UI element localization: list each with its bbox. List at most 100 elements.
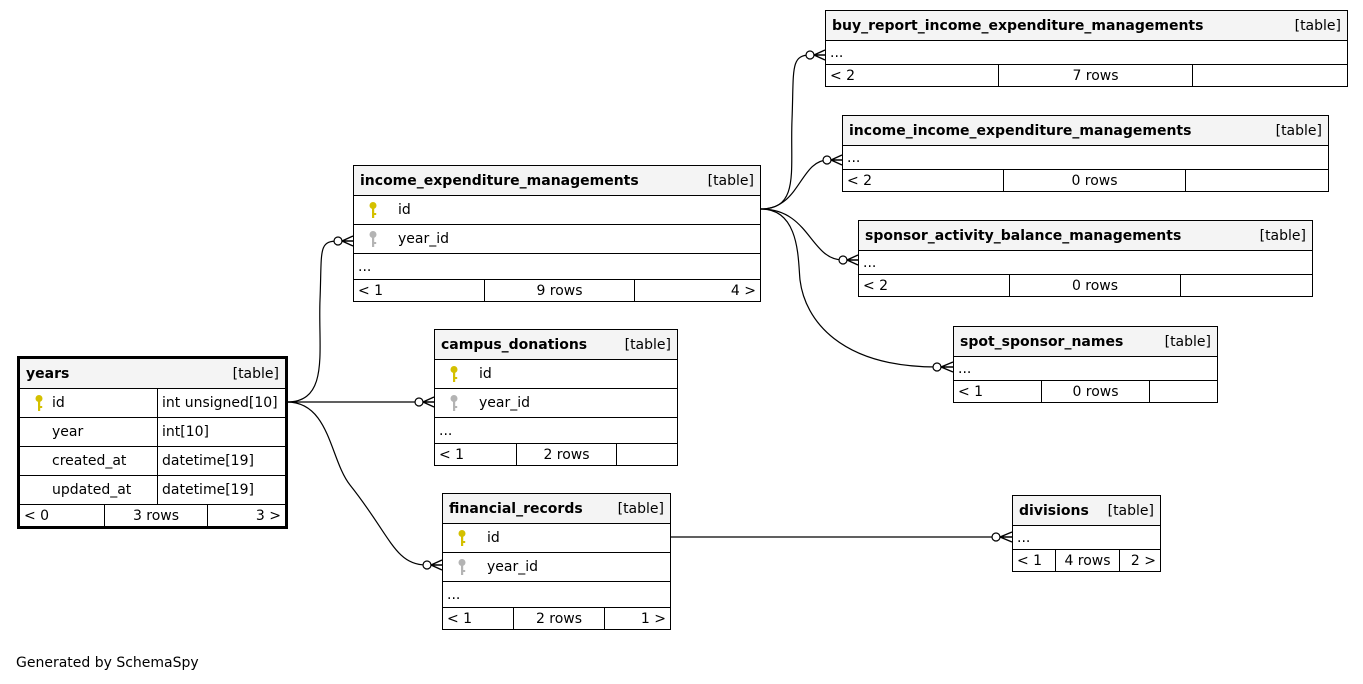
table-header: income_income_expenditure_managements [t… xyxy=(843,116,1328,145)
table-type: [table] xyxy=(1164,333,1211,350)
column-name: year_id xyxy=(398,231,450,247)
parents-count[interactable]: < 1 xyxy=(447,610,473,627)
column-row: year_id xyxy=(354,224,760,253)
table-years[interactable]: years [table] id int unsigned[10] year i… xyxy=(17,356,288,529)
column-name: id xyxy=(487,530,500,546)
table-type: [table] xyxy=(617,500,664,517)
children-count[interactable]: 2 > xyxy=(1119,550,1160,571)
zero-marker xyxy=(333,236,343,246)
table-income-income-expenditure-managements[interactable]: income_income_expenditure_managements [t… xyxy=(842,115,1329,192)
relation-iem-spot-sponsor xyxy=(760,208,938,368)
table-name: income_income_expenditure_managements xyxy=(849,122,1192,139)
more-columns-ellipsis: ... xyxy=(859,250,1312,274)
table-name: financial_records xyxy=(449,500,583,517)
primary-key-icon xyxy=(26,394,52,412)
parents-count[interactable]: < 2 xyxy=(863,277,889,294)
relation-years-financial-records xyxy=(286,401,427,566)
column-row: year_id xyxy=(443,552,670,581)
table-type: [table] xyxy=(1107,502,1154,519)
crow-foot xyxy=(830,154,843,166)
table-spot-sponsor-names[interactable]: spot_sponsor_names [table] ... < 1 0 row… xyxy=(953,326,1218,403)
parents-count[interactable]: < 1 xyxy=(958,383,984,400)
table-type: [table] xyxy=(1275,122,1322,139)
column-row: id xyxy=(435,359,677,388)
table-buy-report-income-expenditure-managements[interactable]: buy_report_income_expenditure_management… xyxy=(825,10,1348,87)
children-count[interactable]: 3 > xyxy=(207,505,285,526)
zero-marker xyxy=(805,50,815,60)
table-footer: < 2 0 rows xyxy=(843,169,1328,191)
column-name-cell: created_at xyxy=(20,447,157,475)
crow-foot xyxy=(846,254,859,266)
table-name: income_expenditure_managements xyxy=(360,172,639,189)
parents-count[interactable]: < 0 xyxy=(24,507,50,524)
column-name: id xyxy=(52,395,65,411)
column-type: datetime[19] xyxy=(157,447,285,475)
table-name: campus_donations xyxy=(441,336,588,353)
zero-marker xyxy=(422,560,432,570)
children-count[interactable] xyxy=(1149,381,1217,402)
parents-count[interactable]: < 2 xyxy=(847,172,873,189)
children-count[interactable] xyxy=(1185,170,1328,191)
children-count[interactable]: 4 > xyxy=(634,280,760,301)
column-name: id xyxy=(398,202,411,218)
parents-count[interactable]: < 2 xyxy=(830,67,856,84)
crow-foot xyxy=(940,361,954,373)
parents-count[interactable]: < 1 xyxy=(1017,552,1043,569)
more-columns-ellipsis: ... xyxy=(435,417,677,443)
parents-count[interactable]: < 1 xyxy=(358,282,384,299)
table-footer: < 1 2 rows xyxy=(435,443,677,465)
column-row: created_at datetime[19] xyxy=(20,446,285,475)
relation-iem-sponsor-activity xyxy=(760,208,844,261)
column-name-cell: id xyxy=(435,360,492,388)
column-name-cell: year_id xyxy=(435,389,530,417)
parents-count[interactable]: < 1 xyxy=(439,446,465,463)
table-divisions[interactable]: divisions [table] ... < 1 4 rows 2 > xyxy=(1012,495,1161,572)
foreign-key-icon xyxy=(360,230,386,248)
column-name-cell: id xyxy=(443,524,500,552)
children-count[interactable]: 1 > xyxy=(604,608,670,629)
table-name: years xyxy=(26,365,70,382)
more-columns-ellipsis: ... xyxy=(1013,525,1160,549)
column-name-cell: year_id xyxy=(354,225,449,253)
table-footer: < 0 3 rows 3 > xyxy=(20,504,285,526)
children-count[interactable] xyxy=(1180,275,1312,296)
primary-key-icon xyxy=(449,529,475,547)
table-header: sponsor_activity_balance_managements [ta… xyxy=(859,221,1312,250)
primary-key-icon xyxy=(360,201,386,219)
column-name-cell: updated_at xyxy=(20,476,157,504)
more-columns-ellipsis: ... xyxy=(354,253,760,279)
column-type: datetime[19] xyxy=(157,476,285,504)
table-header: divisions [table] xyxy=(1013,496,1160,525)
table-name: sponsor_activity_balance_managements xyxy=(865,227,1182,244)
table-sponsor-activity-balance-managements[interactable]: sponsor_activity_balance_managements [ta… xyxy=(858,220,1313,297)
table-income-expenditure-managements[interactable]: income_expenditure_managements [table] i… xyxy=(353,165,761,302)
table-financial-records[interactable]: financial_records [table] id year_id ...… xyxy=(442,493,671,630)
table-type: [table] xyxy=(624,336,671,353)
children-count[interactable] xyxy=(1192,65,1347,86)
row-count: 3 rows xyxy=(104,505,207,526)
table-footer: < 2 7 rows xyxy=(826,64,1347,86)
table-header: spot_sponsor_names [table] xyxy=(954,327,1217,356)
zero-marker xyxy=(991,532,1001,542)
table-type: [table] xyxy=(1294,17,1341,34)
more-columns-ellipsis: ... xyxy=(843,145,1328,169)
column-row: year_id xyxy=(435,388,677,417)
table-header: campus_donations [table] xyxy=(435,330,677,359)
table-footer: < 1 2 rows 1 > xyxy=(443,607,670,629)
column-row: id xyxy=(443,523,670,552)
table-name: spot_sponsor_names xyxy=(960,333,1124,350)
column-name: created_at xyxy=(52,453,127,469)
table-footer: < 2 0 rows xyxy=(859,274,1312,296)
table-campus-donations[interactable]: campus_donations [table] id year_id ... … xyxy=(434,329,678,466)
column-type: int unsigned[10] xyxy=(157,389,285,417)
table-type: [table] xyxy=(707,172,754,189)
column-row: year int[10] xyxy=(20,417,285,446)
zero-marker xyxy=(932,362,942,372)
column-row: id xyxy=(354,195,760,224)
primary-key-icon xyxy=(441,365,467,383)
children-count[interactable] xyxy=(616,444,677,465)
row-count: 0 rows xyxy=(1009,275,1180,296)
column-name-cell: year xyxy=(20,418,157,446)
table-header: buy_report_income_expenditure_management… xyxy=(826,11,1347,40)
